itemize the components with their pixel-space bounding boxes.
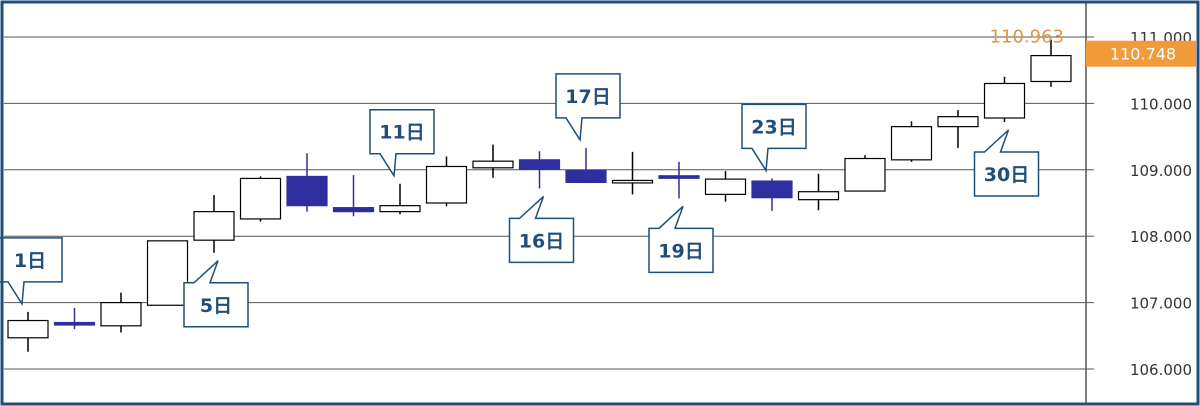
callout-label: 11日 [379, 122, 424, 144]
candle [658, 161, 700, 199]
callout-label: 1日 [14, 250, 46, 272]
candle-body [518, 159, 561, 170]
callout-label: 19日 [658, 240, 703, 262]
date-callout: 30日 [973, 129, 1040, 197]
candle-body [7, 319, 49, 339]
candle-body [425, 165, 468, 204]
candle [239, 176, 282, 222]
y-tick-label: 107.000 [1130, 295, 1192, 313]
y-tick-label: 109.000 [1130, 162, 1192, 180]
date-callout: 16日 [508, 195, 575, 264]
candle [332, 175, 375, 217]
candle-body [751, 180, 793, 199]
candle [937, 110, 979, 148]
candle-body [890, 126, 933, 161]
candle-body [983, 82, 1026, 119]
callout-box [973, 129, 1040, 197]
candle-body [611, 179, 654, 184]
candle-body [53, 321, 96, 326]
callout-label: 23日 [751, 116, 796, 138]
candle [704, 171, 747, 202]
y-tick-label: 108.000 [1130, 228, 1192, 246]
candle-body [1030, 54, 1072, 83]
current-price-label: 110.748 [1110, 45, 1176, 64]
price-markers: 110.963 110.748 [990, 26, 1196, 67]
candle [379, 183, 421, 215]
candle-body [472, 160, 514, 169]
candle [1030, 39, 1072, 87]
candle [100, 292, 142, 333]
candle [565, 147, 607, 184]
callout-label: 17日 [565, 86, 610, 108]
candle [518, 151, 561, 189]
date-callout: 17日 [555, 73, 621, 143]
candle-body [193, 211, 235, 241]
candle-body [286, 175, 328, 207]
candle-body [379, 205, 421, 213]
callout-box [741, 103, 807, 173]
date-callout: 23日 [741, 103, 807, 173]
callout-label: 30日 [984, 164, 1029, 186]
candle-body [565, 169, 607, 184]
callout-label: 16日 [519, 230, 564, 252]
candle [844, 155, 886, 192]
candle-body [704, 178, 747, 195]
y-tick-label: 106.000 [1130, 361, 1192, 379]
candle [797, 173, 840, 211]
candle-body [797, 191, 840, 201]
callout-label: 5日 [200, 295, 232, 317]
candle [286, 153, 328, 212]
candle-body [844, 157, 886, 192]
candle [53, 307, 96, 330]
candle [751, 178, 793, 211]
candle [7, 311, 49, 352]
callout-box [508, 195, 575, 264]
candle [983, 76, 1026, 122]
date-callout: 19日 [648, 205, 714, 274]
date-callout: 5日 [183, 260, 249, 328]
callout-box [369, 108, 435, 179]
candle-body [937, 116, 979, 128]
date-callout: 11日 [369, 108, 435, 179]
candle-body [239, 177, 282, 220]
candle-body [658, 175, 700, 179]
candle [425, 156, 468, 207]
current-price-box [1086, 40, 1196, 67]
candle [890, 121, 933, 162]
candles [7, 39, 1072, 352]
candle-body [100, 302, 142, 327]
candle [193, 195, 235, 253]
date-callout: 1日 [0, 237, 63, 307]
high-price-label: 110.963 [990, 26, 1064, 47]
candle [146, 240, 189, 306]
candle-body [146, 240, 189, 306]
callout-box [648, 205, 714, 274]
date-callouts: 1日 5日 11日 16日 17日 19日 23日 30日 [0, 73, 1040, 328]
candle [472, 144, 514, 178]
candle-body [332, 207, 375, 213]
callout-box [183, 260, 249, 328]
y-tick-label: 110.000 [1130, 95, 1192, 113]
callout-box [555, 73, 621, 143]
candle [611, 151, 654, 195]
callout-box [0, 237, 63, 307]
